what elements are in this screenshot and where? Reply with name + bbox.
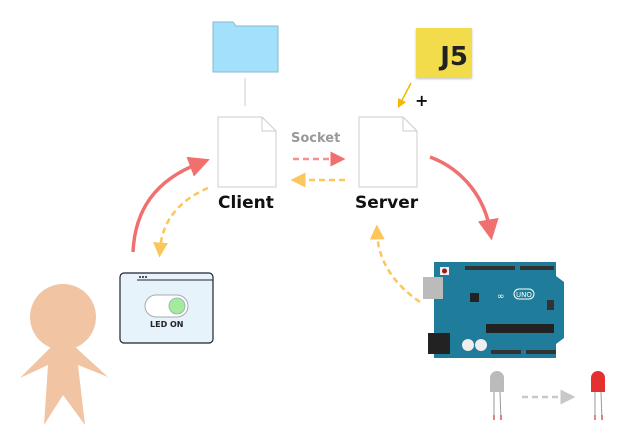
server-file-icon[interactable] [358, 116, 418, 188]
board-logo-text: UNO [516, 291, 532, 299]
led-toggle-label: LED ON [150, 320, 184, 329]
arduino-board-icon[interactable]: ∞ UNO [423, 262, 564, 358]
user-to-client-arrow [131, 156, 210, 253]
johnny-five-badge-text: J5 [440, 42, 468, 72]
led-off-icon [490, 371, 504, 421]
johnny-five-badge: J5 [416, 28, 472, 78]
library-arrow [397, 82, 412, 108]
led-toggle-knob [168, 297, 186, 315]
folder-icon [212, 21, 279, 73]
board-to-server-arrow [369, 224, 421, 304]
person-icon [20, 284, 108, 425]
client-label: Client [218, 193, 274, 213]
server-to-board-arrow [429, 155, 499, 241]
plus-sign: + [415, 91, 429, 110]
client-to-ui-arrow [153, 186, 209, 258]
svg-text:∞: ∞ [497, 292, 505, 302]
web-ui-window[interactable] [119, 272, 214, 344]
server-label: Server [355, 193, 419, 213]
socket-label: Socket [291, 131, 341, 146]
client-file-icon[interactable] [217, 116, 277, 188]
led-on-icon [591, 371, 605, 421]
